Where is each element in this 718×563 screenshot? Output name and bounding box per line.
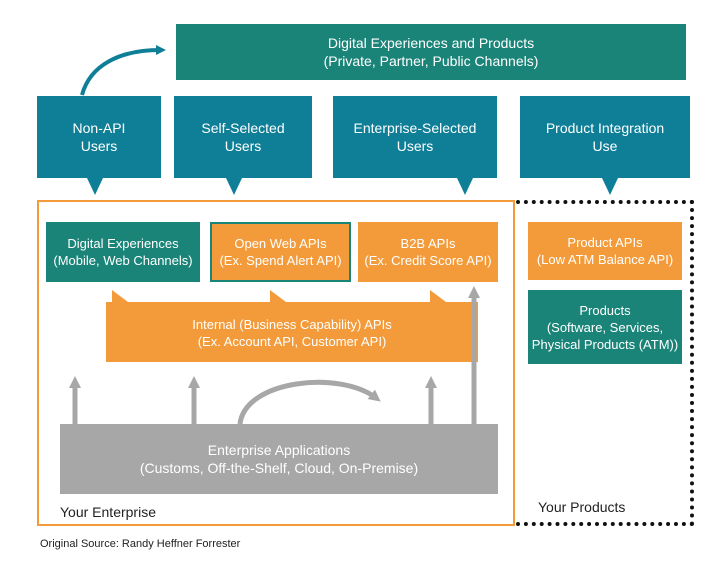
digital-experiences-box: Digital Experiences (Mobile, Web Channel… bbox=[46, 222, 200, 282]
your-products-label: Your Products bbox=[538, 499, 626, 515]
digital-experiences-subtitle: (Mobile, Web Channels) bbox=[53, 253, 193, 268]
callout-non-api-line1: Non-API bbox=[72, 120, 126, 136]
products-title: Products bbox=[579, 302, 631, 318]
internal-apis-box: Internal (Business Capability) APIs (Ex.… bbox=[106, 304, 478, 362]
product-apis-box: Product APIs (Low ATM Balance API) bbox=[528, 222, 682, 280]
callout-non-api-users: Non-API Users bbox=[37, 96, 161, 196]
open-web-apis-title: Open Web APIs bbox=[234, 236, 327, 251]
callout-enterprise-selected-line2: Users bbox=[396, 138, 434, 154]
open-web-apis-box: Open Web APIs (Ex. Spend Alert API) bbox=[210, 222, 351, 282]
callout-self-selected-users: Self-Selected Users bbox=[174, 96, 312, 196]
products-line3: Physical Products (ATM)) bbox=[531, 336, 679, 352]
products-box: Products (Software, Services, Physical P… bbox=[528, 290, 682, 364]
callout-product-integration-use: Product Integration Use bbox=[520, 96, 690, 196]
callout-product-integration-line2: Use bbox=[592, 138, 618, 154]
digital-experiences-products-box: Digital Experiences and Products (Privat… bbox=[176, 24, 686, 80]
your-enterprise-region bbox=[37, 200, 515, 526]
products-line2: (Software, Services, bbox=[546, 319, 664, 335]
top-box-subtitle: (Private, Partner, Public Channels) bbox=[323, 53, 539, 69]
enterprise-applications-title: Enterprise Applications bbox=[207, 442, 351, 458]
internal-apis-title: Internal (Business Capability) APIs bbox=[192, 317, 392, 332]
your-products-region bbox=[516, 200, 694, 526]
callout-self-selected-line2: Users bbox=[224, 138, 262, 154]
internal-apis-subtitle: (Ex. Account API, Customer API) bbox=[197, 334, 387, 349]
arrow-loop bbox=[237, 379, 381, 425]
b2b-apis-subtitle: (Ex. Credit Score API) bbox=[364, 253, 492, 268]
enterprise-applications-box: Enterprise Applications (Customs, Off-th… bbox=[60, 424, 498, 494]
callout-product-integration-line1: Product Integration bbox=[545, 120, 665, 136]
callout-non-api-line2: Users bbox=[80, 138, 118, 154]
source-caption: Original Source: Randy Heffner Forrester bbox=[40, 538, 241, 550]
callout-enterprise-selected-users: Enterprise-Selected Users bbox=[333, 96, 497, 196]
your-enterprise-label: Your Enterprise bbox=[60, 504, 156, 520]
digital-experiences-title: Digital Experiences bbox=[67, 236, 179, 251]
callout-enterprise-selected-line1: Enterprise-Selected bbox=[353, 120, 477, 136]
callout-self-selected-line1: Self-Selected bbox=[201, 120, 285, 136]
top-box-title: Digital Experiences and Products bbox=[327, 35, 535, 51]
b2b-apis-title: B2B APIs bbox=[400, 236, 456, 251]
product-apis-title: Product APIs bbox=[567, 235, 643, 250]
open-web-apis-subtitle: (Ex. Spend Alert API) bbox=[219, 253, 342, 268]
product-apis-subtitle: (Low ATM Balance API) bbox=[536, 252, 674, 267]
enterprise-applications-subtitle: (Customs, Off-the-Shelf, Cloud, On-Premi… bbox=[139, 460, 419, 476]
b2b-apis-box: B2B APIs (Ex. Credit Score API) bbox=[358, 222, 498, 282]
